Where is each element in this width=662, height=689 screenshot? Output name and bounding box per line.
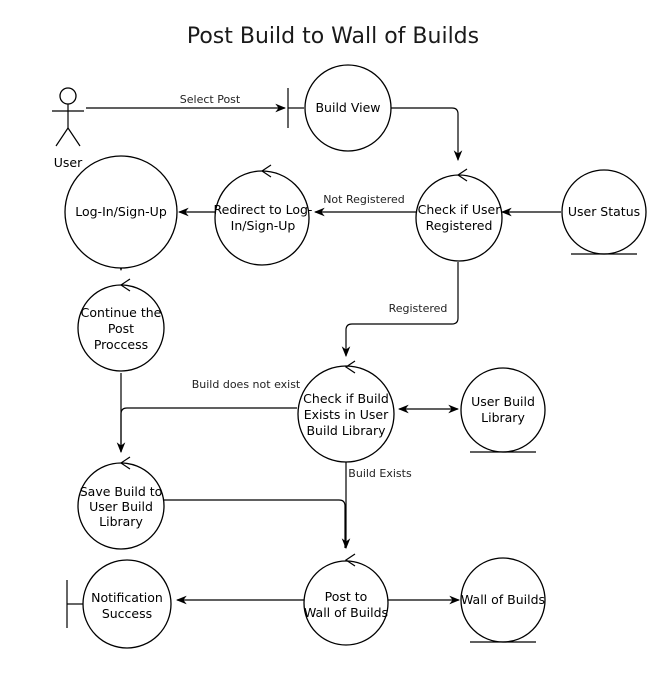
node-label-line-2: Registered (426, 218, 493, 233)
node-label-line-1: Notification (91, 590, 163, 605)
node-label-line-2: Wall of Builds (304, 605, 388, 620)
edge-label-registered: Registered (389, 302, 448, 315)
edge-label-build-not-exist: Build does not exist (192, 378, 301, 391)
edge-label-build-exists: Build Exists (348, 467, 412, 480)
node-label-line-1: Redirect to Log- (214, 202, 313, 217)
node-build-view: Build View (287, 64, 392, 152)
control-arrowhead (344, 360, 356, 374)
node-label-line-2: In/Sign-Up (231, 218, 296, 233)
boundary-circle (304, 64, 392, 152)
node-label-line-1: Check if User (418, 202, 502, 217)
node-label: Build View (315, 100, 380, 115)
edge-label-select-post: Select Post (180, 93, 241, 106)
node-redirect: Redirect to Log- In/Sign-Up (214, 164, 313, 266)
node-post-wall: Post to Wall of Builds (303, 553, 389, 646)
boundary-circle (82, 559, 172, 649)
actor-leg-left (55, 127, 69, 147)
node-check-exists: Check if Build Exists in User Build Libr… (297, 360, 395, 463)
node-label-line-2: Library (481, 410, 525, 425)
node-label-line-1: User Build (471, 394, 535, 409)
edges: Select Post Not Registered Registered Bu… (86, 93, 561, 605)
node-label-line-2: Exists in User (304, 407, 389, 422)
node-save-build: Save Build to User Build Library (77, 456, 165, 550)
node-label-line-1: Continue the (81, 305, 162, 320)
node-label-line-1: Save Build to (80, 484, 163, 499)
node-label: Wall of Builds (461, 592, 545, 607)
node-login: Log-In/Sign-Up (64, 155, 178, 269)
edge-buildview-to-check-registered (391, 107, 463, 162)
control-arrowhead (119, 456, 131, 470)
node-label: Log-In/Sign-Up (75, 204, 167, 219)
actor-head (59, 87, 77, 105)
node-notification: Notification Success (66, 559, 172, 649)
control-arrowhead (119, 278, 131, 292)
edge-save-to-post (163, 499, 346, 548)
boundary-circle (64, 155, 178, 269)
node-label-line-3: Build Library (306, 423, 386, 438)
actor-label: User (54, 155, 83, 170)
control-arrowhead (260, 164, 272, 178)
edge-build-not-exist (116, 407, 297, 454)
node-label-line-1: Post to (325, 589, 368, 604)
node-label: User Status (568, 204, 640, 219)
node-user-status: User Status (561, 169, 647, 255)
node-wall-of-builds: Wall of Builds (460, 557, 546, 643)
node-label-line-2: User Build (89, 499, 153, 514)
control-arrowhead (456, 168, 468, 182)
node-label-line-3: Proccess (94, 337, 148, 352)
node-label-line-1: Check if Build (303, 391, 389, 406)
actor-leg-right (67, 127, 81, 147)
edge-registered (341, 262, 459, 358)
node-label-line-2: Post (108, 321, 134, 336)
control-circle (297, 365, 395, 463)
control-circle (303, 560, 389, 646)
user-actor: User (52, 87, 84, 170)
node-continue-post: Continue the Post Proccess (77, 278, 165, 372)
diagram-title: Post Build to Wall of Builds (187, 24, 479, 49)
control-arrowhead (344, 553, 356, 567)
node-user-build-library: User Build Library (460, 367, 546, 453)
edge-label-not-registered: Not Registered (323, 193, 405, 206)
node-label-line-3: Library (99, 514, 143, 529)
node-label-line-2: Success (102, 606, 152, 621)
node-check-registered: Check if User Registered (415, 168, 503, 262)
